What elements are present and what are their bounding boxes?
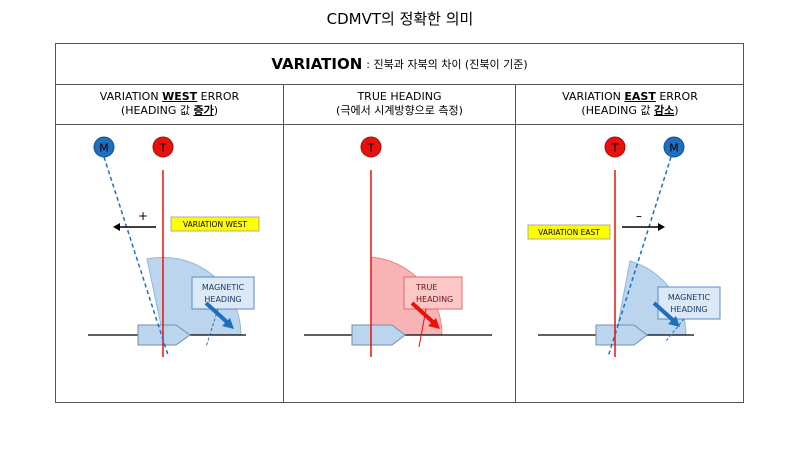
header-true-heading: TRUE HEADING xyxy=(357,90,442,103)
heading-arrow xyxy=(652,301,676,323)
header-text: ERROR xyxy=(655,90,698,103)
header-text: ) xyxy=(674,104,679,117)
header-bold-west: WEST xyxy=(162,90,198,103)
variation-east-callout: VARIATION EAST xyxy=(538,228,600,237)
box-line2: HEADING xyxy=(670,305,707,314)
header-text: VARIATION xyxy=(562,90,625,103)
box-line1: MAGNETIC xyxy=(202,283,245,292)
arrowhead-left xyxy=(113,223,120,231)
diagram-frame: VARIATION : 진북과 자북의 차이 (진북이 기준) VARIATIO… xyxy=(55,43,744,403)
header-text: ) xyxy=(213,104,219,117)
header-text: (HEADING 값 xyxy=(581,104,655,117)
aircraft-shape xyxy=(351,324,406,346)
magnetic-north-marker xyxy=(93,136,115,158)
heading-arrowhead xyxy=(428,318,440,329)
variation-east-callout-box xyxy=(527,224,611,240)
true-north-marker xyxy=(152,136,174,158)
sign-plus: + xyxy=(138,209,148,223)
m-label: M xyxy=(669,142,679,155)
west-diagram: + VARIATION WEST MAGNETIC HEADING M T xyxy=(88,136,260,357)
variation-description: : 진북과 자북의 차이 (진북이 기준) xyxy=(366,58,528,71)
heading-arrowhead xyxy=(668,316,680,327)
t-label: T xyxy=(367,142,375,155)
column-variation-west: VARIATION WEST ERROR (HEADING 값 증가) + VA… xyxy=(56,85,284,403)
column-header-true: TRUE HEADING (극에서 시계방향으로 측정) xyxy=(284,85,515,125)
aircraft-shape xyxy=(137,324,191,346)
column-header-east: VARIATION EAST ERROR (HEADING 값 감소) xyxy=(516,85,744,125)
box-line2: HEADING xyxy=(204,295,241,304)
m-label: M xyxy=(99,142,109,155)
true-north-marker xyxy=(604,136,626,158)
header-text: ERROR xyxy=(197,90,240,103)
heading-arrowhead xyxy=(222,318,234,329)
header-text: (HEADING 값 xyxy=(120,104,194,117)
header-bold-increase: 증가 xyxy=(193,104,214,117)
heading-arrow xyxy=(204,301,230,325)
header-true-note: (극에서 시계방향으로 측정) xyxy=(336,104,463,117)
header-bold-decrease: 감소 xyxy=(654,104,675,117)
callout-pointer xyxy=(205,308,219,348)
variation-west-callout-box xyxy=(170,216,260,232)
arrowhead-right xyxy=(658,223,665,231)
box-line1: MAGNETIC xyxy=(668,293,711,302)
page-title: CDMVT의 정확한 의미 xyxy=(326,10,474,28)
box-line2: HEADING xyxy=(416,295,453,304)
column-header-west: VARIATION WEST ERROR (HEADING 값 증가) xyxy=(56,85,283,125)
header-text: VARIATION xyxy=(99,90,163,103)
variation-west-callout: VARIATION WEST xyxy=(183,220,247,229)
magnetic-heading-box xyxy=(191,276,255,310)
variation-label: VARIATION xyxy=(271,55,363,73)
column-true-heading: TRUE HEADING (극에서 시계방향으로 측정) TRUE HEADIN… xyxy=(284,85,516,403)
box-line1: TRUE xyxy=(415,283,437,292)
heading-arrow xyxy=(410,301,436,325)
magnetic-north-line xyxy=(103,156,169,356)
true-heading-diagram: TRUE HEADING T xyxy=(304,136,492,357)
true-north-marker xyxy=(360,136,382,158)
t-label: T xyxy=(159,142,167,155)
east-diagram: – VARIATION EAST MAGNETIC HEADING T M xyxy=(527,136,721,358)
column-variation-east: VARIATION EAST ERROR (HEADING 값 감소) – VA… xyxy=(516,85,744,403)
sign-minus: – xyxy=(636,209,642,223)
variation-definition-row: VARIATION : 진북과 자북의 차이 (진북이 기준) xyxy=(56,44,743,85)
header-bold-east: EAST xyxy=(624,90,656,103)
aircraft-shape xyxy=(595,324,648,346)
t-label: T xyxy=(611,142,619,155)
magnetic-north-marker xyxy=(663,136,685,158)
